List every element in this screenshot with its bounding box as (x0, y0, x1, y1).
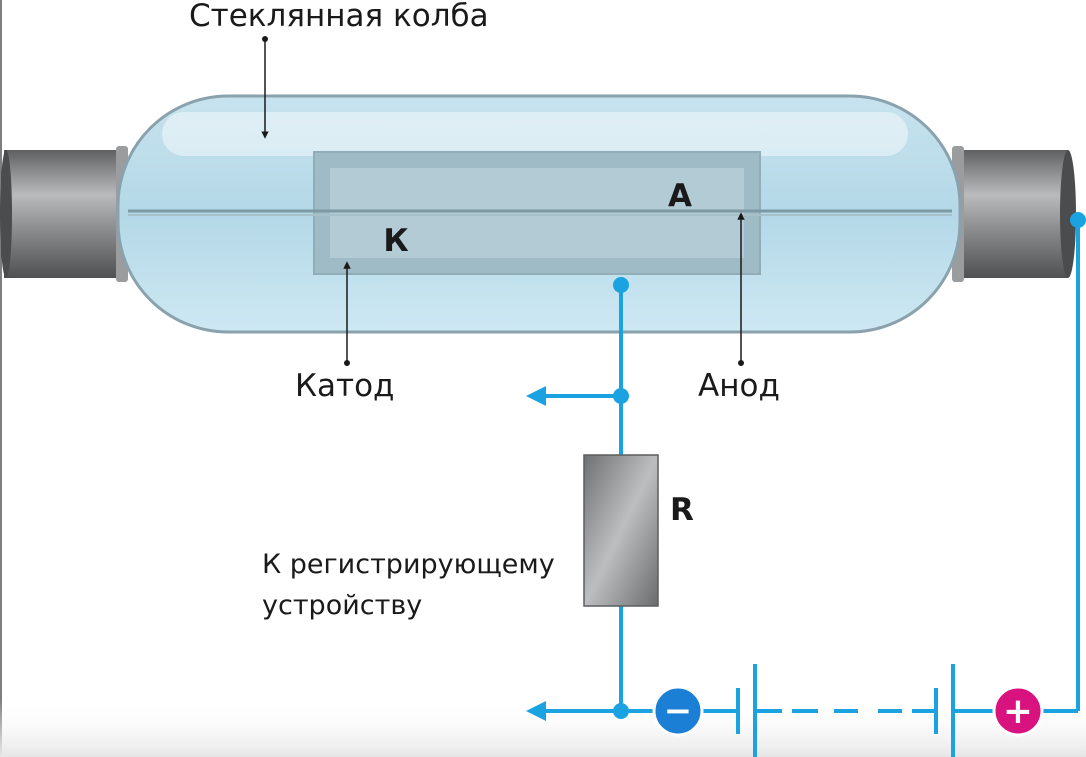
cathode-terminal-dot (613, 277, 629, 293)
junction-dot-lower (613, 703, 629, 719)
recorder-label-line1: К регистрирующему (262, 549, 555, 580)
glass-bulb-pointer (261, 36, 269, 139)
cathode-pointer (343, 261, 351, 366)
output-arrow-lower (526, 701, 546, 721)
left-metal-cap (0, 146, 128, 282)
anode-letter: А (668, 178, 692, 214)
anode-pointer (737, 212, 745, 366)
anode-label: Анод (698, 368, 780, 404)
cathode-letter: К (383, 223, 408, 259)
junction-dot-upper (613, 388, 629, 404)
recorder-label-line2: устройству (262, 590, 422, 621)
circuit-wires (540, 220, 1080, 713)
anode-wire (128, 209, 952, 216)
anode-terminal-dot (1070, 212, 1086, 228)
glass-bulb-label: Стеклянная колба (189, 0, 489, 34)
output-arrow-upper (526, 386, 546, 406)
plus-sign: + (1003, 691, 1033, 732)
positive-terminal: + (992, 685, 1044, 737)
battery (736, 664, 955, 757)
minus-sign: − (664, 691, 693, 731)
cathode-label: Катод (295, 368, 394, 404)
resistor-letter: R (670, 492, 694, 528)
negative-terminal: − (652, 685, 704, 737)
cathode-cylinder (313, 151, 761, 275)
resistor (583, 454, 659, 607)
right-metal-cap (952, 146, 1076, 282)
